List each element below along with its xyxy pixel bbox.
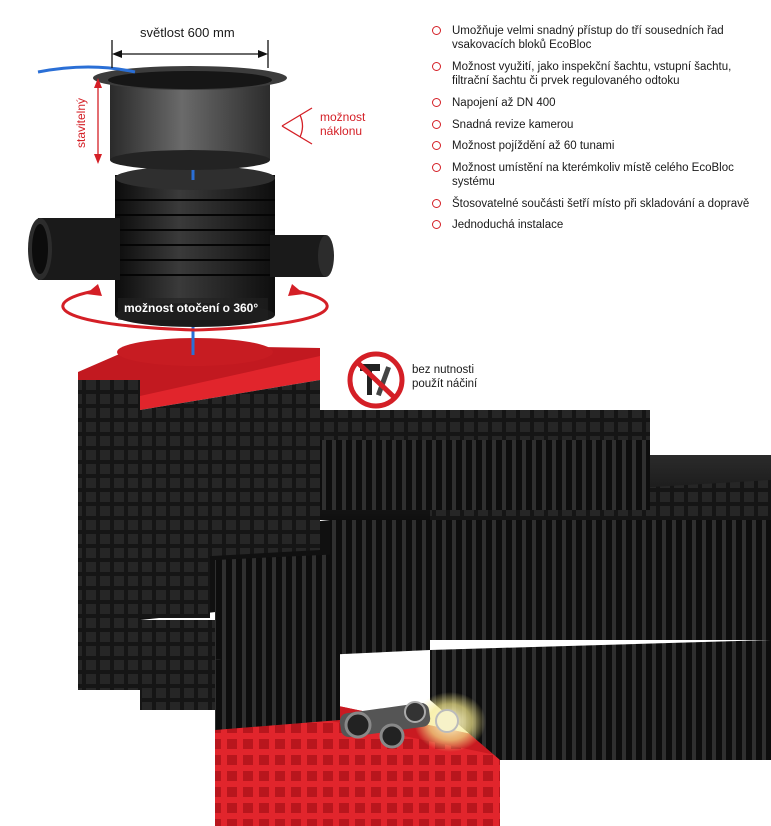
- body-ribs: [115, 199, 275, 276]
- width-label: světlost 600 mm: [140, 25, 235, 40]
- block-stack-middle: [320, 410, 650, 510]
- tilt-label-line2: náklonu: [320, 124, 363, 138]
- no-tools-icon: [347, 351, 405, 409]
- feature-item: Jednoduchá instalace: [432, 218, 762, 232]
- feature-item: Možnost využití, jako inspekční šachtu, …: [432, 60, 762, 89]
- bullet-circle-icon: [432, 198, 441, 208]
- feature-item: Možnost umístění na kterémkoliv místě ce…: [432, 161, 762, 190]
- bullet-circle-icon: [432, 220, 441, 230]
- feature-item: Napojení až DN 400: [432, 96, 762, 110]
- bullet-circle-icon: [432, 26, 441, 35]
- inspection-camera-robot: [339, 692, 486, 752]
- height-adjust-arrow-icon: [94, 78, 102, 164]
- feature-list: Umožňuje velmi snadný přístup do tří sou…: [432, 24, 762, 240]
- no-tools-line1: bez nutnosti: [412, 364, 475, 376]
- bullet-circle-icon: [432, 98, 441, 107]
- shaft-cap: [37, 65, 287, 180]
- rotation-arrow-icon: [61, 284, 329, 332]
- feature-item: Možnost pojíždění až 60 tunami: [432, 139, 762, 153]
- bullet-circle-icon: [432, 141, 441, 151]
- tilt-label-line1: možnost: [320, 110, 366, 124]
- tilt-angle-icon: [281, 107, 313, 145]
- bullet-circle-icon: [432, 119, 441, 129]
- no-tools-line2: použít náčiní: [412, 378, 478, 390]
- shaft-tower: [78, 345, 320, 690]
- feature-item: Umožňuje velmi snadný přístup do tří sou…: [432, 24, 762, 53]
- adjustable-label: stavitelný: [74, 97, 88, 148]
- feature-item: Snadná revize kamerou: [432, 118, 762, 132]
- bullet-circle-icon: [432, 62, 441, 71]
- rotation-label: možnost otočení o 360°: [124, 301, 259, 315]
- width-dimension-arrow-icon: [111, 40, 269, 68]
- shaft-body: [28, 166, 334, 366]
- feature-item: Štosovatelné součásti šetří místo při sk…: [432, 197, 762, 211]
- bullet-circle-icon: [432, 162, 441, 172]
